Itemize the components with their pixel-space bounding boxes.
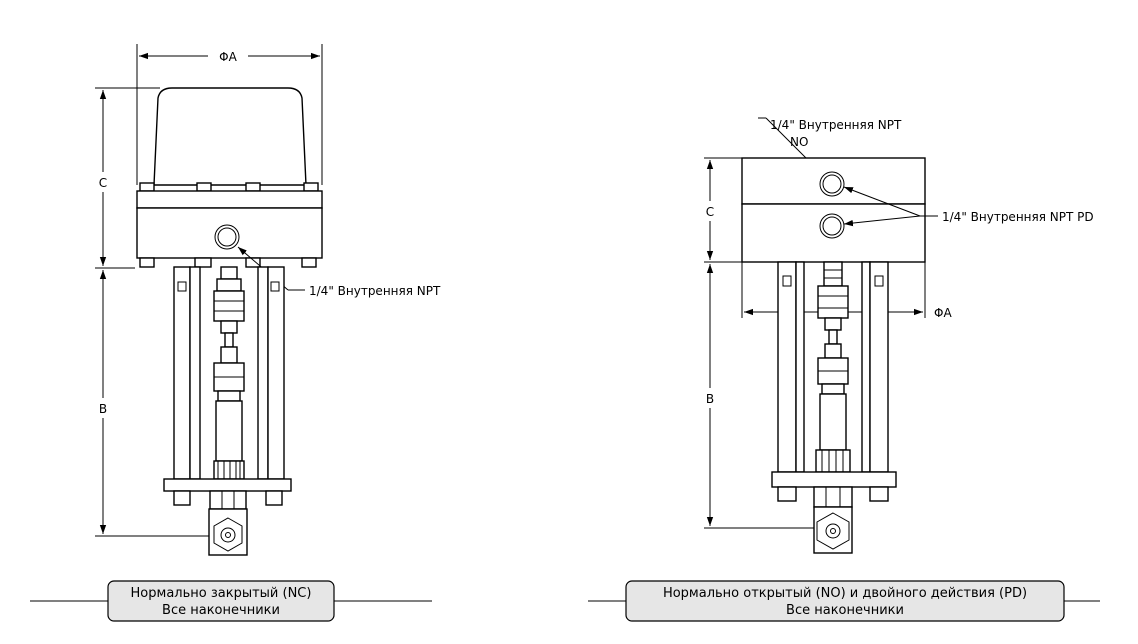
no-port-label-line2: NO (790, 135, 808, 149)
nc-caption-subtitle: Все наконечники (162, 603, 280, 618)
nc-caption: Нормально закрытый (NC) Все наконечники (30, 580, 432, 622)
pd-port-label: 1/4" Внутренняя NPT PD (942, 210, 1094, 224)
no-dimension-diameter-label: ΦA (934, 306, 952, 320)
no-dimension-b-label: B (706, 392, 714, 406)
nc-dimension-c-label: C (99, 176, 107, 190)
no-dimension-c-label: C (706, 205, 714, 219)
no-port-label-line1: 1/4" Внутренняя NPT (770, 118, 902, 132)
no-pd-caption-title: Нормально открытый (NO) и двойного дейст… (663, 586, 1027, 601)
no-pd-actuator-drawing: 1/4" Внутренняя NPT NO C B 1/4" Внутренн… (704, 117, 1094, 554)
nc-port-label: 1/4" Внутренняя NPT (309, 284, 441, 298)
no-pd-caption: Нормально открытый (NO) и двойного дейст… (588, 580, 1100, 622)
nc-dimension-diameter-label: ΦA (219, 50, 237, 64)
nc-caption-title: Нормально закрытый (NC) (131, 586, 312, 601)
nc-dimension-b-label: B (99, 402, 107, 416)
no-pd-caption-subtitle: Все наконечники (786, 603, 904, 618)
nc-actuator-drawing: ΦA C B 1/4" Внутренняя NPT (95, 44, 441, 556)
